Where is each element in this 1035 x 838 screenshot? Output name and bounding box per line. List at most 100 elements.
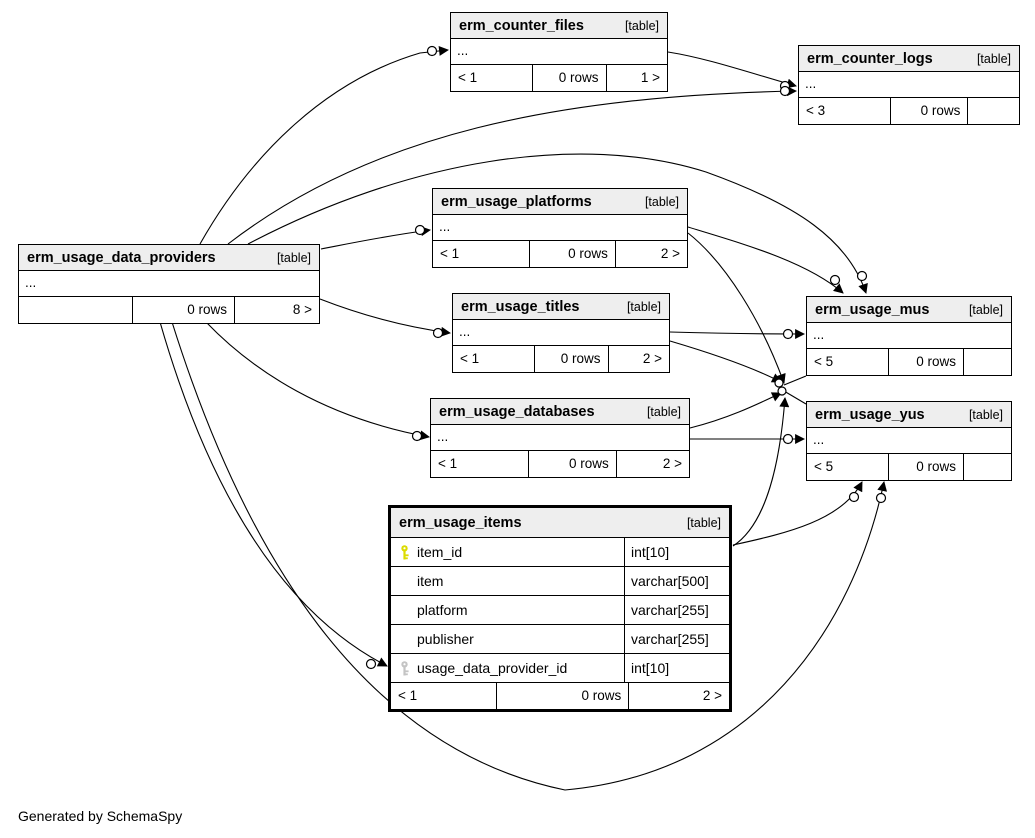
- table-header: erm_counter_logs [table]: [799, 46, 1019, 72]
- edge-items-mus: [732, 397, 790, 547]
- edge-items-yus: [732, 481, 863, 546]
- table-type-label: [table]: [646, 404, 681, 419]
- table-erm-usage-items: erm_usage_items [table] item_id int[10] …: [388, 505, 732, 712]
- table-erm-usage-yus: erm_usage_yus [table] ... < 5 0 rows: [806, 401, 1012, 481]
- edge-titles-yus: [669, 340, 782, 383]
- column-name: publisher: [417, 631, 474, 647]
- table-erm-usage-data-providers: erm_usage_data_providers [table] ... 0 r…: [18, 244, 320, 324]
- primary-key-icon: [391, 544, 417, 560]
- table-header: erm_usage_yus [table]: [807, 402, 1011, 428]
- child-count: 8 >: [292, 302, 312, 317]
- child-count: [964, 454, 1011, 480]
- child-count: 2 >: [662, 456, 682, 471]
- table-erm-counter-files: erm_counter_files [table] ... < 1 0 rows…: [450, 12, 668, 92]
- table-erm-usage-mus: erm_usage_mus [table] ... < 5 0 rows: [806, 296, 1012, 376]
- collapsed-columns[interactable]: ...: [799, 72, 1019, 98]
- table-stats: < 5 0 rows: [807, 454, 1011, 480]
- table-header: erm_usage_data_providers [table]: [19, 245, 319, 271]
- column-row-platform[interactable]: platform varchar[255]: [391, 596, 729, 625]
- edge-counterfiles-counterlogs: [667, 51, 797, 89]
- table-header: erm_counter_files [table]: [451, 13, 667, 39]
- table-name[interactable]: erm_usage_items: [399, 514, 522, 531]
- parent-count: < 1: [391, 683, 498, 709]
- table-erm-counter-logs: erm_counter_logs [table] ... < 3 0 rows: [798, 45, 1020, 125]
- table-name[interactable]: erm_counter_files: [459, 17, 584, 34]
- column-name: item: [417, 573, 444, 589]
- table-name[interactable]: erm_usage_mus: [815, 301, 930, 318]
- table-erm-usage-databases: erm_usage_databases [table] ... < 1 0 ro…: [430, 398, 690, 478]
- child-count: 2 >: [660, 246, 680, 261]
- table-header: erm_usage_databases [table]: [431, 399, 689, 425]
- column-name: usage_data_provider_id: [417, 660, 568, 676]
- table-erm-usage-platforms: erm_usage_platforms [table] ... < 1 0 ro…: [432, 188, 688, 268]
- table-type-label: [table]: [968, 407, 1003, 422]
- table-stats: < 1 0 rows 1 >: [451, 65, 667, 91]
- column-row-item-id[interactable]: item_id int[10]: [391, 538, 729, 567]
- table-stats: < 1 0 rows 2 >: [433, 241, 687, 267]
- table-type-label: [table]: [624, 18, 659, 33]
- parent-count: [19, 297, 133, 323]
- column-row-publisher[interactable]: publisher varchar[255]: [391, 625, 729, 654]
- table-type-label: [table]: [276, 250, 311, 265]
- table-type-label: [table]: [626, 299, 661, 314]
- column-name: item_id: [417, 544, 463, 560]
- row-count: 0 rows: [889, 454, 965, 480]
- foreign-key-icon: [391, 660, 417, 676]
- child-count: [968, 98, 1019, 124]
- child-count: 1 >: [640, 70, 660, 85]
- row-count: 0 rows: [889, 349, 965, 375]
- row-count: 0 rows: [535, 346, 609, 372]
- child-count: 2 >: [642, 351, 662, 366]
- collapsed-columns[interactable]: ...: [807, 323, 1011, 349]
- column-type: varchar[255]: [624, 596, 729, 624]
- table-name[interactable]: erm_usage_data_providers: [27, 249, 216, 266]
- edge-dataproviders-databases: [205, 321, 430, 441]
- edge-platforms-yus: [687, 232, 786, 384]
- table-stats: < 3 0 rows: [799, 98, 1019, 124]
- edge-dataproviders-titles: [319, 298, 451, 337]
- parent-count: < 1: [431, 451, 530, 477]
- column-name: platform: [417, 602, 468, 618]
- parent-count: < 1: [453, 346, 536, 372]
- table-name[interactable]: erm_usage_platforms: [441, 193, 592, 210]
- table-type-label: [table]: [968, 302, 1003, 317]
- collapsed-columns[interactable]: ...: [431, 425, 689, 451]
- collapsed-columns[interactable]: ...: [453, 320, 669, 346]
- edge-dataproviders-items: [159, 321, 388, 667]
- table-stats: < 5 0 rows: [807, 349, 1011, 375]
- table-name[interactable]: erm_usage_databases: [439, 403, 595, 420]
- table-name[interactable]: erm_usage_yus: [815, 406, 925, 423]
- edge-cluster-stub-mus: [783, 375, 807, 386]
- child-count: [964, 349, 1011, 375]
- table-header: erm_usage_titles [table]: [453, 294, 669, 320]
- table-erm-usage-titles: erm_usage_titles [table] ... < 1 0 rows …: [452, 293, 670, 373]
- collapsed-columns[interactable]: ...: [807, 428, 1011, 454]
- row-count: 0 rows: [497, 683, 630, 709]
- edge-databases-mus: [689, 392, 782, 429]
- parent-count: < 5: [807, 349, 889, 375]
- edge-platforms-mus: [687, 226, 844, 294]
- edge-cluster-stub-yus: [783, 390, 807, 405]
- row-count: 0 rows: [533, 65, 607, 91]
- parent-count: < 3: [799, 98, 892, 124]
- parent-count: < 1: [451, 65, 534, 91]
- column-type: varchar[255]: [624, 625, 729, 653]
- child-count: 2 >: [702, 688, 722, 703]
- column-row-item[interactable]: item varchar[500]: [391, 567, 729, 596]
- collapsed-columns[interactable]: ...: [433, 215, 687, 241]
- parent-count: < 1: [433, 241, 530, 267]
- table-name[interactable]: erm_usage_titles: [461, 298, 580, 315]
- collapsed-columns[interactable]: ...: [451, 39, 667, 65]
- table-header: erm_usage_mus [table]: [807, 297, 1011, 323]
- table-stats: < 1 0 rows 2 >: [453, 346, 669, 372]
- table-name[interactable]: erm_counter_logs: [807, 50, 933, 67]
- column-row-usage-data-provider-id[interactable]: usage_data_provider_id int[10]: [391, 654, 729, 683]
- collapsed-columns[interactable]: ...: [19, 271, 319, 297]
- column-type: varchar[500]: [624, 567, 729, 595]
- table-stats: < 1 0 rows 2 >: [431, 451, 689, 477]
- table-type-label: [table]: [686, 515, 721, 530]
- cardinality-dots: [365, 45, 887, 670]
- edge-dataproviders-platforms: [320, 226, 431, 250]
- column-type: int[10]: [624, 538, 729, 566]
